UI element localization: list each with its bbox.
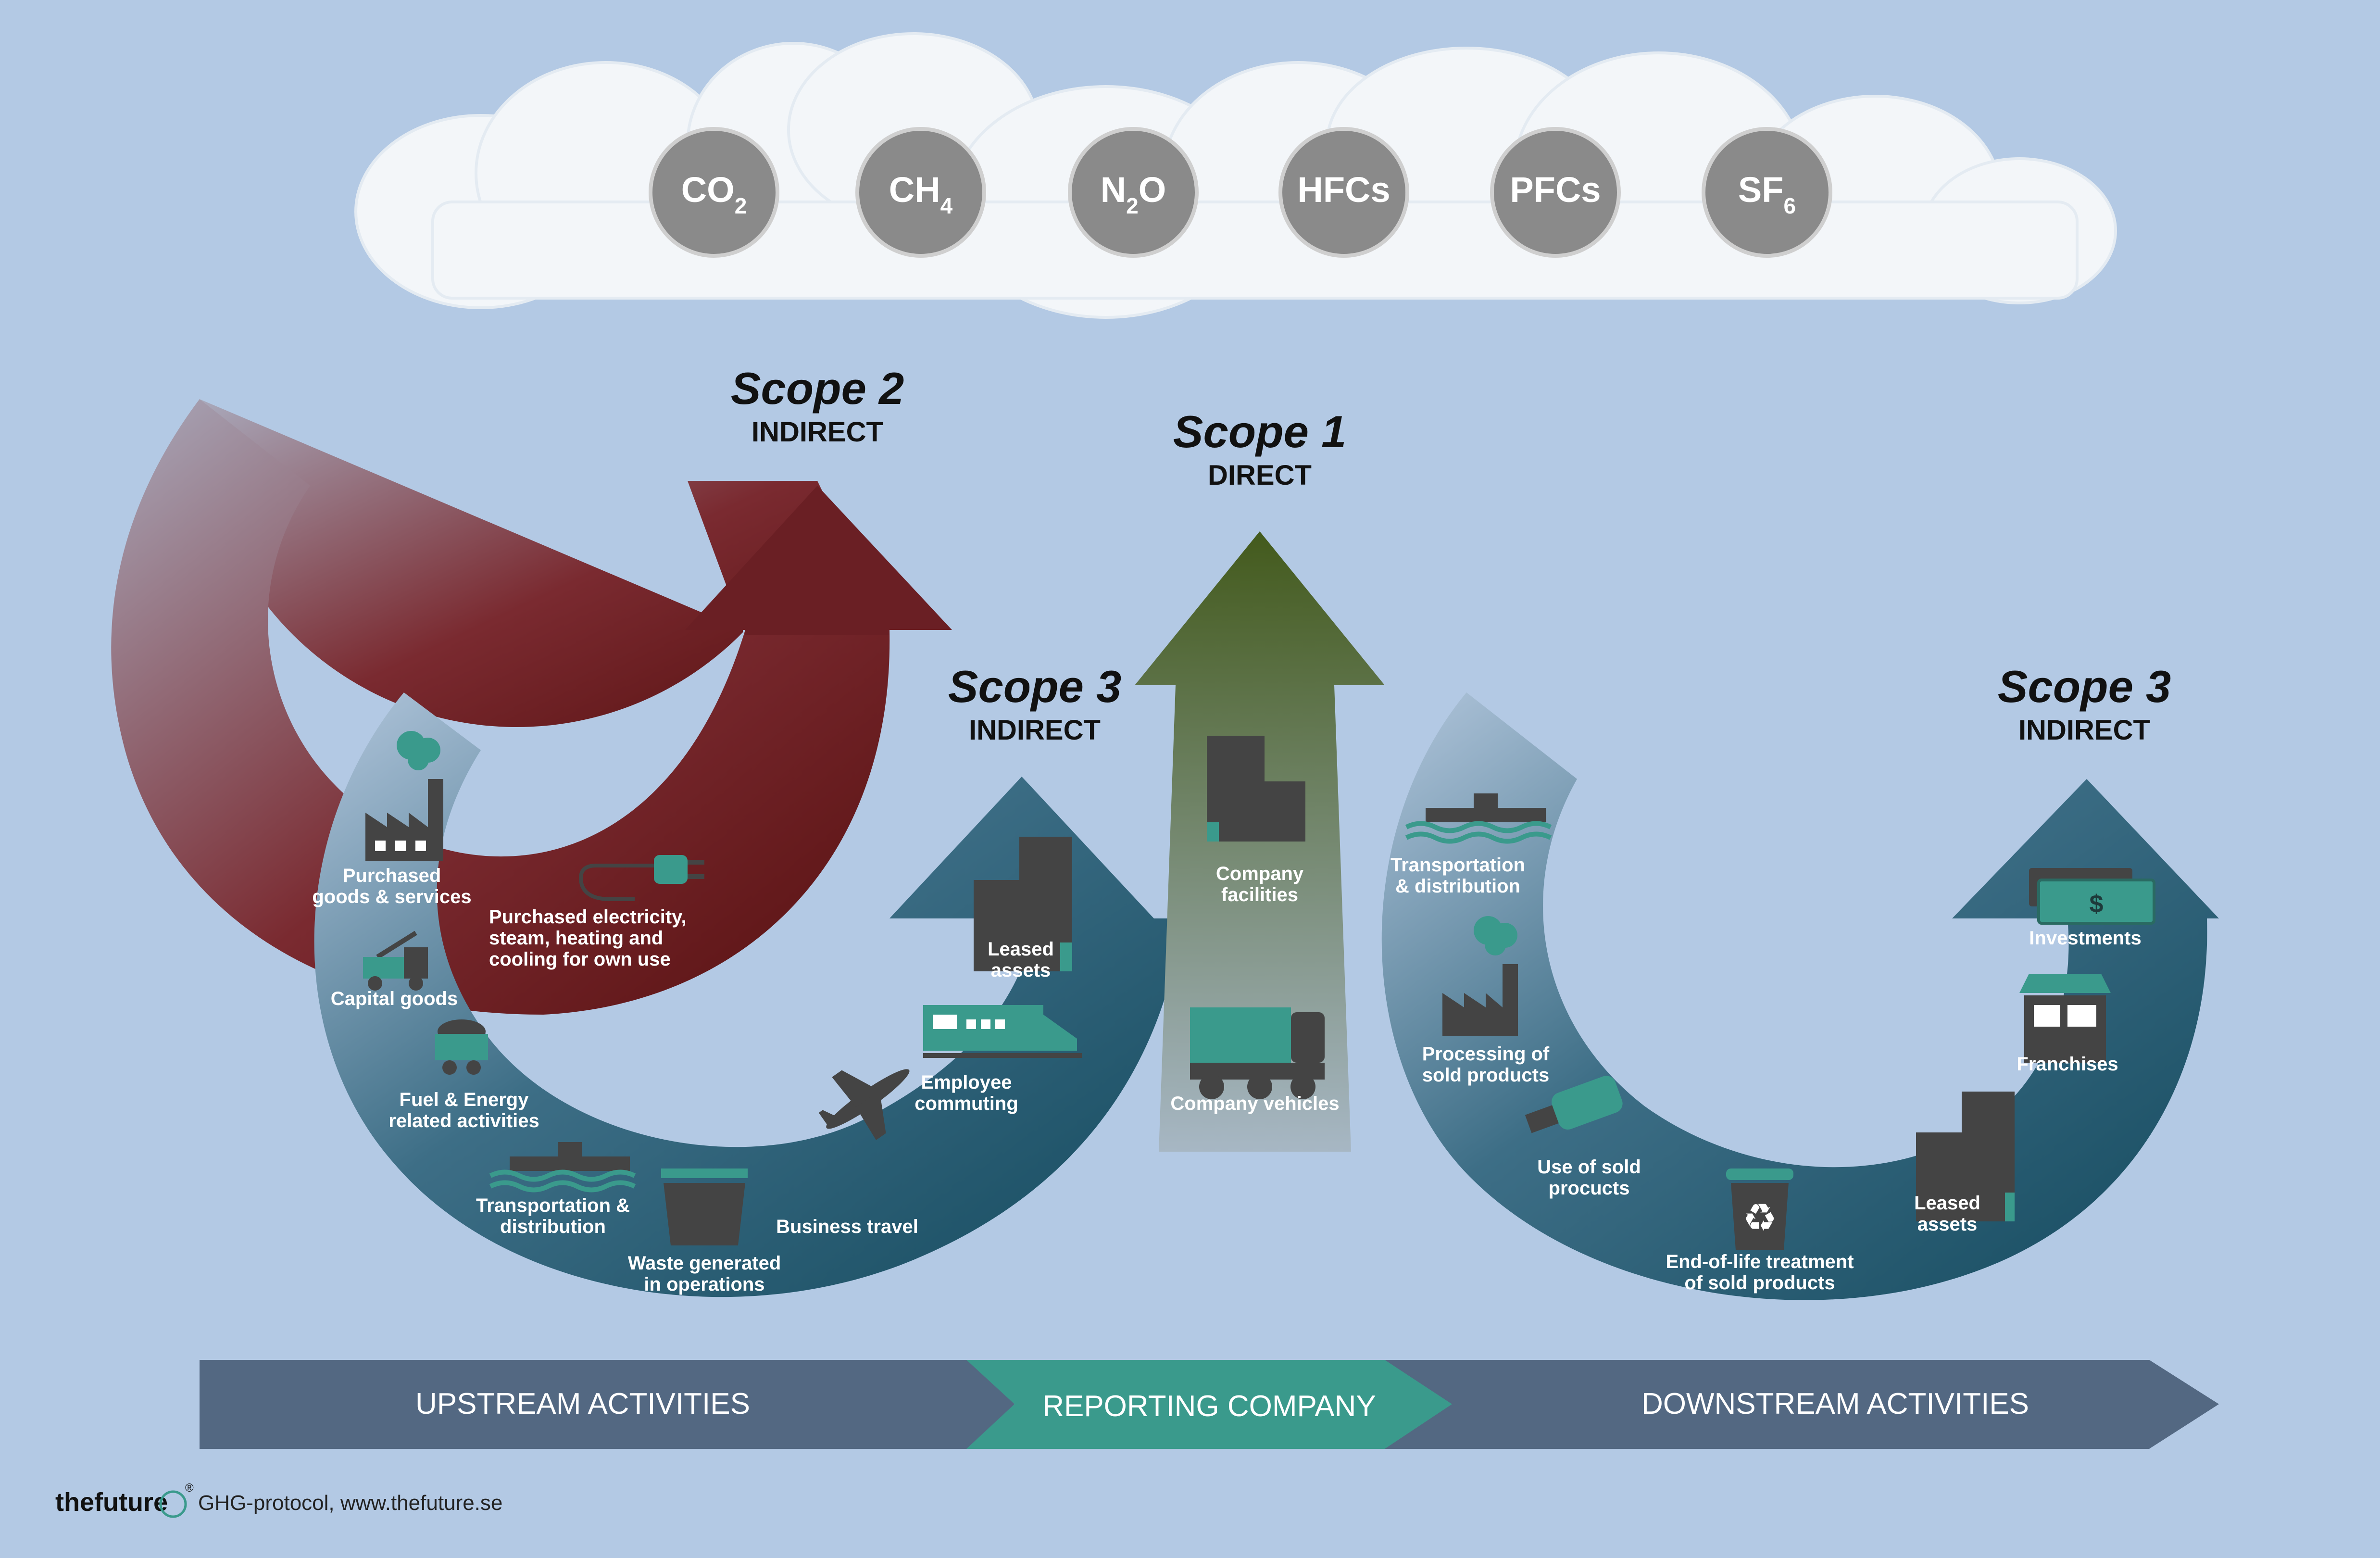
factory-icon [365, 731, 443, 861]
train-icon [923, 1005, 1082, 1058]
mine-cart-icon [435, 1019, 488, 1075]
gas-circle-bg [649, 127, 779, 258]
label-purchased-electricity: Purchased electricity,steam, heating and… [489, 906, 687, 970]
registered-mark: ® [185, 1482, 194, 1495]
upstream-label: UPSTREAM ACTIVITIES [415, 1387, 750, 1420]
scope1-title: Scope 1 [1173, 406, 1347, 457]
dollar-sign: $ [2090, 890, 2104, 918]
cloud-band [354, 32, 2117, 319]
upstream-band [200, 1360, 1015, 1449]
office-building-icon [974, 837, 1072, 971]
gas-label: CH4 [889, 170, 953, 218]
gas-circle-bg [855, 127, 986, 258]
label-capital-goods: Capital goods [331, 988, 458, 1009]
gas-label: PFCs [1510, 170, 1601, 210]
logo-target-icon [159, 1490, 187, 1518]
recycle-icon: ♻ [1742, 1196, 1777, 1239]
label-business-travel: Business travel [776, 1216, 918, 1237]
money-icon: $ [2029, 868, 2155, 925]
company-facility-icon [1207, 736, 1305, 842]
airplane-icon [818, 1069, 910, 1141]
gas-label: HFCs [1297, 170, 1390, 210]
gas-circle: HFCs [1278, 127, 1409, 258]
gas-label: SF6 [1738, 170, 1796, 218]
factory-icon [1442, 916, 1518, 1036]
downstream-band [1385, 1360, 2219, 1449]
light-bulb-icon [1525, 1076, 1623, 1133]
storefront-icon [2019, 974, 2111, 1063]
reporting-label: REPORTING COMPANY [1042, 1390, 1376, 1423]
reporting-band [966, 1360, 1452, 1449]
gas-label: CO2 [681, 170, 747, 218]
scope3-upstream-title: Scope 3 [948, 661, 1122, 712]
gas-circle: SF6 [1702, 127, 1832, 258]
recycle-bin-icon: ♻ [1726, 1168, 1793, 1250]
ship-icon [1405, 793, 1552, 844]
label-downstream-transport: Transportation& distribution [1390, 854, 1525, 897]
scope1-subtitle: DIRECT [1208, 460, 1312, 491]
label-company-vehicles: Company vehicles [1170, 1093, 1339, 1114]
brand-logo: thefuture [55, 1488, 168, 1517]
label-upstream-transport: Transportation &distribution [476, 1195, 630, 1237]
gas-circle-bg [1490, 127, 1621, 258]
plug-icon [579, 855, 704, 901]
scope3-downstream-title: Scope 3 [1998, 661, 2171, 712]
scope3-downstream-subtitle: INDIRECT [2018, 715, 2150, 746]
company-truck-icon [1190, 1007, 1325, 1099]
scope2-title: Scope 2 [731, 363, 904, 414]
crane-truck-icon [363, 930, 428, 991]
gas-circle: CO2 [649, 127, 779, 258]
ship-icon [489, 1142, 636, 1193]
gas-circle-bg [1068, 127, 1199, 258]
gas-circle-bg [1278, 127, 1409, 258]
gas-label: N2O [1101, 170, 1166, 218]
downstream-label: DOWNSTREAM ACTIVITIES [1641, 1387, 2029, 1420]
gas-circles: CO2 CH4 N2O HFCs PFCs SF6 [649, 127, 1832, 258]
gas-circle-bg [1702, 127, 1832, 258]
footer: thefuture ® GHG-protocol, www.thefuture.… [55, 1482, 502, 1518]
dumpster-icon [661, 1168, 748, 1245]
label-franchises: Franchises [2017, 1054, 2118, 1075]
label-investments: Investments [2029, 928, 2141, 949]
gas-circle: CH4 [855, 127, 986, 258]
scope2-subtitle: INDIRECT [752, 416, 883, 448]
office-building-icon [1916, 1092, 2015, 1221]
gas-circle: N2O [1068, 127, 1199, 258]
scope3-upstream-arrow [314, 692, 1183, 1297]
icons: ♻ $ [363, 731, 2155, 1250]
activity-band: UPSTREAM ACTIVITIES REPORTING COMPANY DO… [200, 1360, 2219, 1449]
footer-credit: GHG-protocol, www.thefuture.se [198, 1491, 502, 1515]
scope3-upstream-subtitle: INDIRECT [969, 715, 1101, 746]
gas-circle: PFCs [1490, 127, 1621, 258]
